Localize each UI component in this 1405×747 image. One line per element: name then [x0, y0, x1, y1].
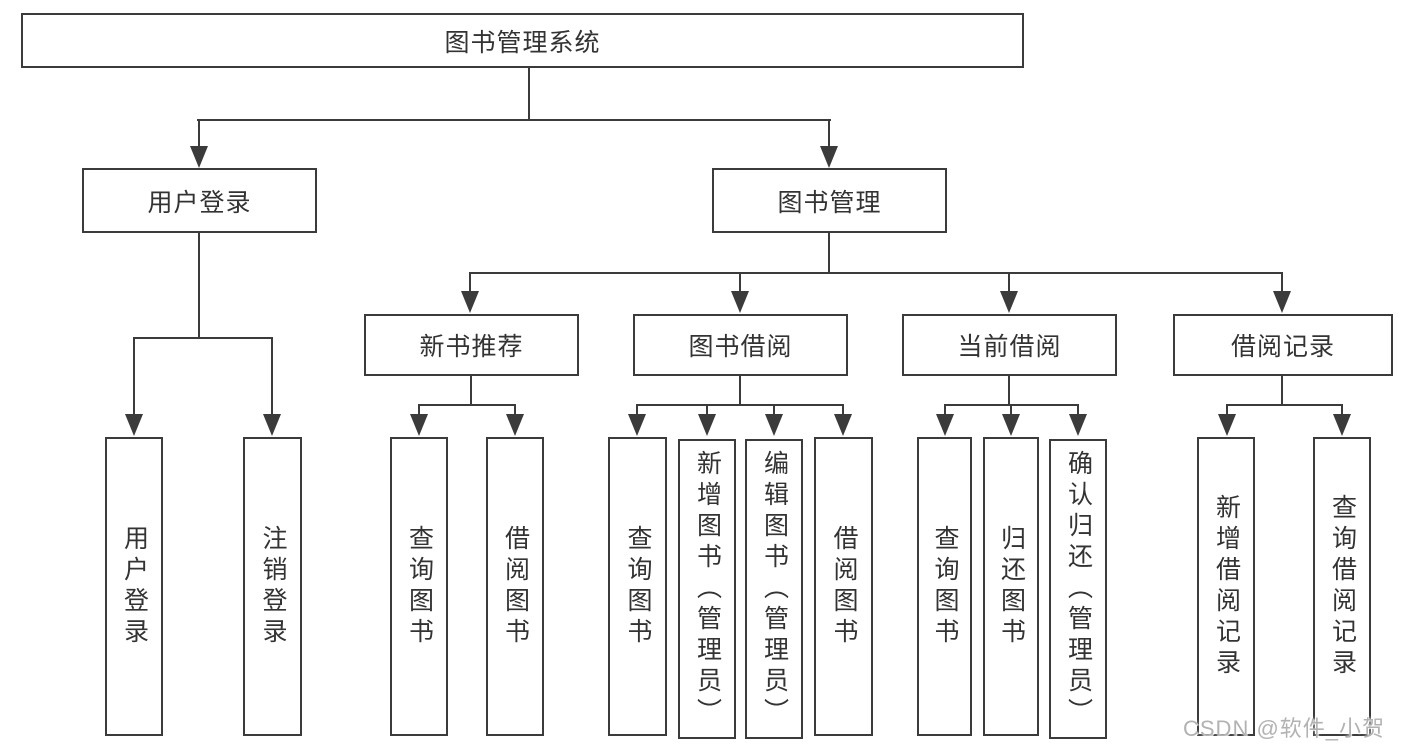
- arrowhead-book-management: [820, 146, 838, 168]
- connector-to-bb-query: [636, 404, 638, 416]
- connector-to-bb-borrow: [842, 404, 844, 416]
- leaf-br-query-record: 查询借阅记录: [1313, 437, 1371, 736]
- connector-to-bb-edit: [773, 404, 775, 416]
- node-borrow-record: 借阅记录: [1173, 314, 1393, 376]
- connector-to-nbr-query: [418, 404, 420, 416]
- connector-to-br-add: [1226, 404, 1228, 416]
- arrowhead-cb-query: [936, 414, 954, 436]
- arrowhead-book-borrow: [731, 291, 749, 313]
- csdn-watermark: CSDN @软件_小贺同学: [1183, 716, 1386, 741]
- arrowhead-current-borrow: [1000, 291, 1018, 313]
- node-book-management: 图书管理: [712, 168, 947, 233]
- connector-to-book-management: [828, 119, 830, 150]
- connector-to-cb-query: [944, 404, 946, 416]
- leaf-bb-query-book: 查询图书: [608, 437, 667, 736]
- connector-user-login-split: [133, 337, 273, 339]
- arrowhead-br-add: [1218, 414, 1236, 436]
- leaf-logout-login: 注销登录: [243, 437, 302, 736]
- connector-to-leaf-user-login: [133, 337, 135, 416]
- arrowhead-bb-borrow: [834, 414, 852, 436]
- arrowhead-nbr-borrow: [506, 414, 524, 436]
- leaf-bb-edit-book-admin: 编辑图书（管理员）: [745, 439, 803, 739]
- arrowhead-bb-query: [628, 414, 646, 436]
- connector-to-book-borrow: [739, 272, 741, 293]
- leaf-user-login: 用户登录: [105, 437, 163, 736]
- connector-nbr-drop: [470, 376, 472, 406]
- leaf-bb-add-book-admin: 新增图书（管理员）: [678, 439, 736, 739]
- connector-br-drop: [1281, 376, 1283, 406]
- node-new-book-recommend: 新书推荐: [364, 314, 579, 376]
- leaf-br-add-record: 新增借阅记录: [1197, 437, 1255, 736]
- connector-user-login-drop: [198, 233, 200, 339]
- arrowhead-cb-confirm: [1069, 414, 1087, 436]
- connector-to-cb-return: [1010, 404, 1012, 416]
- arrowhead-bb-edit: [765, 414, 783, 436]
- arrowhead-user-login: [190, 146, 208, 168]
- arrowhead-cb-return: [1002, 414, 1020, 436]
- leaf-nbr-borrow-book: 借阅图书: [486, 437, 544, 736]
- arrowhead-leaf-logout: [263, 414, 281, 436]
- connector-to-borrow-record: [1281, 272, 1283, 293]
- connector-to-user-login: [198, 119, 200, 150]
- connector-bb-drop: [739, 376, 741, 406]
- connector-to-br-query: [1341, 404, 1343, 416]
- arrowhead-leaf-user-login: [125, 414, 143, 436]
- arrowhead-br-query: [1333, 414, 1351, 436]
- leaf-nbr-query-book: 查询图书: [390, 437, 448, 736]
- arrowhead-nbr-query: [410, 414, 428, 436]
- arrowhead-new-book-recommend: [461, 291, 479, 313]
- arrowhead-bb-add: [698, 414, 716, 436]
- connector-cb-drop: [1008, 376, 1010, 406]
- connector-root-split: [197, 119, 831, 121]
- connector-to-nbr-borrow: [514, 404, 516, 416]
- arrowhead-borrow-record: [1273, 291, 1291, 313]
- connector-to-leaf-logout: [271, 337, 273, 416]
- connector-to-bb-add: [706, 404, 708, 416]
- connector-book-management-split: [469, 272, 1283, 274]
- connector-nbr-split: [418, 404, 516, 406]
- node-current-borrow: 当前借阅: [902, 314, 1117, 376]
- connector-bb-split: [636, 404, 844, 406]
- connector-to-cb-confirm: [1077, 404, 1079, 416]
- connector-to-new-book-recommend: [469, 272, 471, 293]
- connector-book-management-drop: [828, 233, 830, 274]
- leaf-cb-return-book: 归还图书: [983, 437, 1039, 736]
- node-root: 图书管理系统: [21, 13, 1024, 68]
- node-user-login: 用户登录: [82, 168, 317, 233]
- connector-root-drop: [528, 68, 530, 120]
- leaf-cb-confirm-return-admin: 确认归还（管理员）: [1049, 439, 1107, 739]
- node-book-borrow: 图书借阅: [633, 314, 848, 376]
- leaf-cb-query-book: 查询图书: [917, 437, 972, 736]
- connector-to-current-borrow: [1008, 272, 1010, 293]
- connector-br-split: [1226, 404, 1343, 406]
- leaf-bb-borrow-book: 借阅图书: [814, 437, 873, 736]
